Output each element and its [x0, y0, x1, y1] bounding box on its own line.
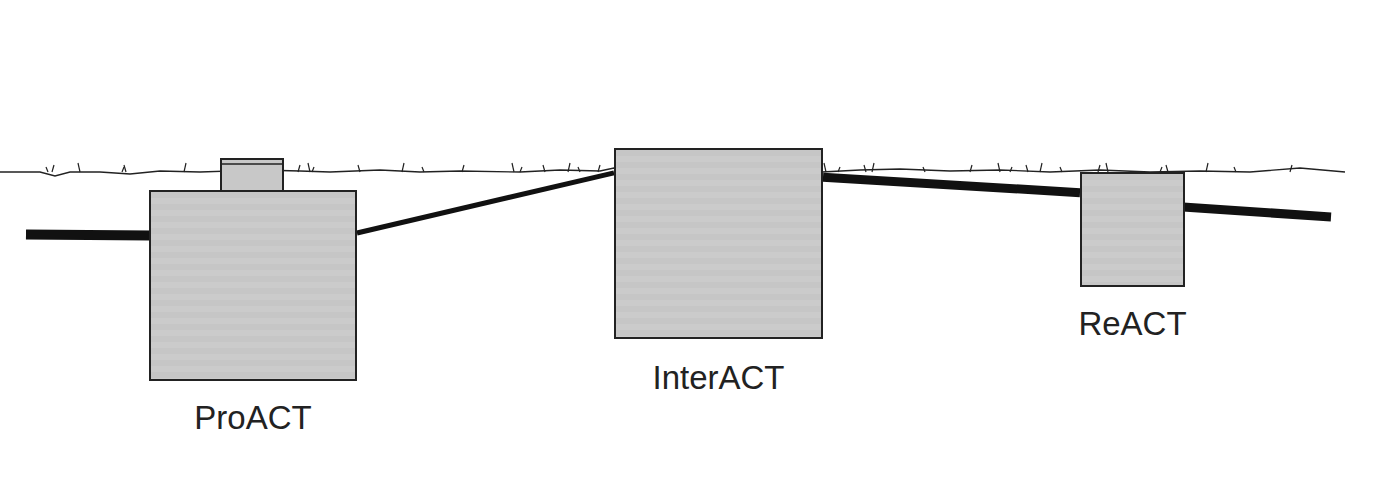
access-riser	[221, 159, 283, 192]
pipe-connector	[823, 177, 1080, 192]
tank-body	[1080, 172, 1185, 287]
septic-tank: ProACT	[149, 190, 357, 381]
outlet-pipe	[1183, 207, 1331, 217]
pipe-connector	[357, 173, 614, 233]
tank-body	[149, 190, 357, 381]
dispersal-tank: ReACT	[1080, 172, 1185, 287]
riser-lid	[221, 163, 283, 165]
tank-label: ReACT	[1078, 307, 1186, 340]
tank-label: InterACT	[652, 361, 784, 394]
tank-body	[614, 148, 823, 339]
treatment-tank: InterACT	[614, 148, 823, 339]
inlet-pipe	[26, 235, 151, 236]
tank-label: ProACT	[194, 401, 311, 434]
